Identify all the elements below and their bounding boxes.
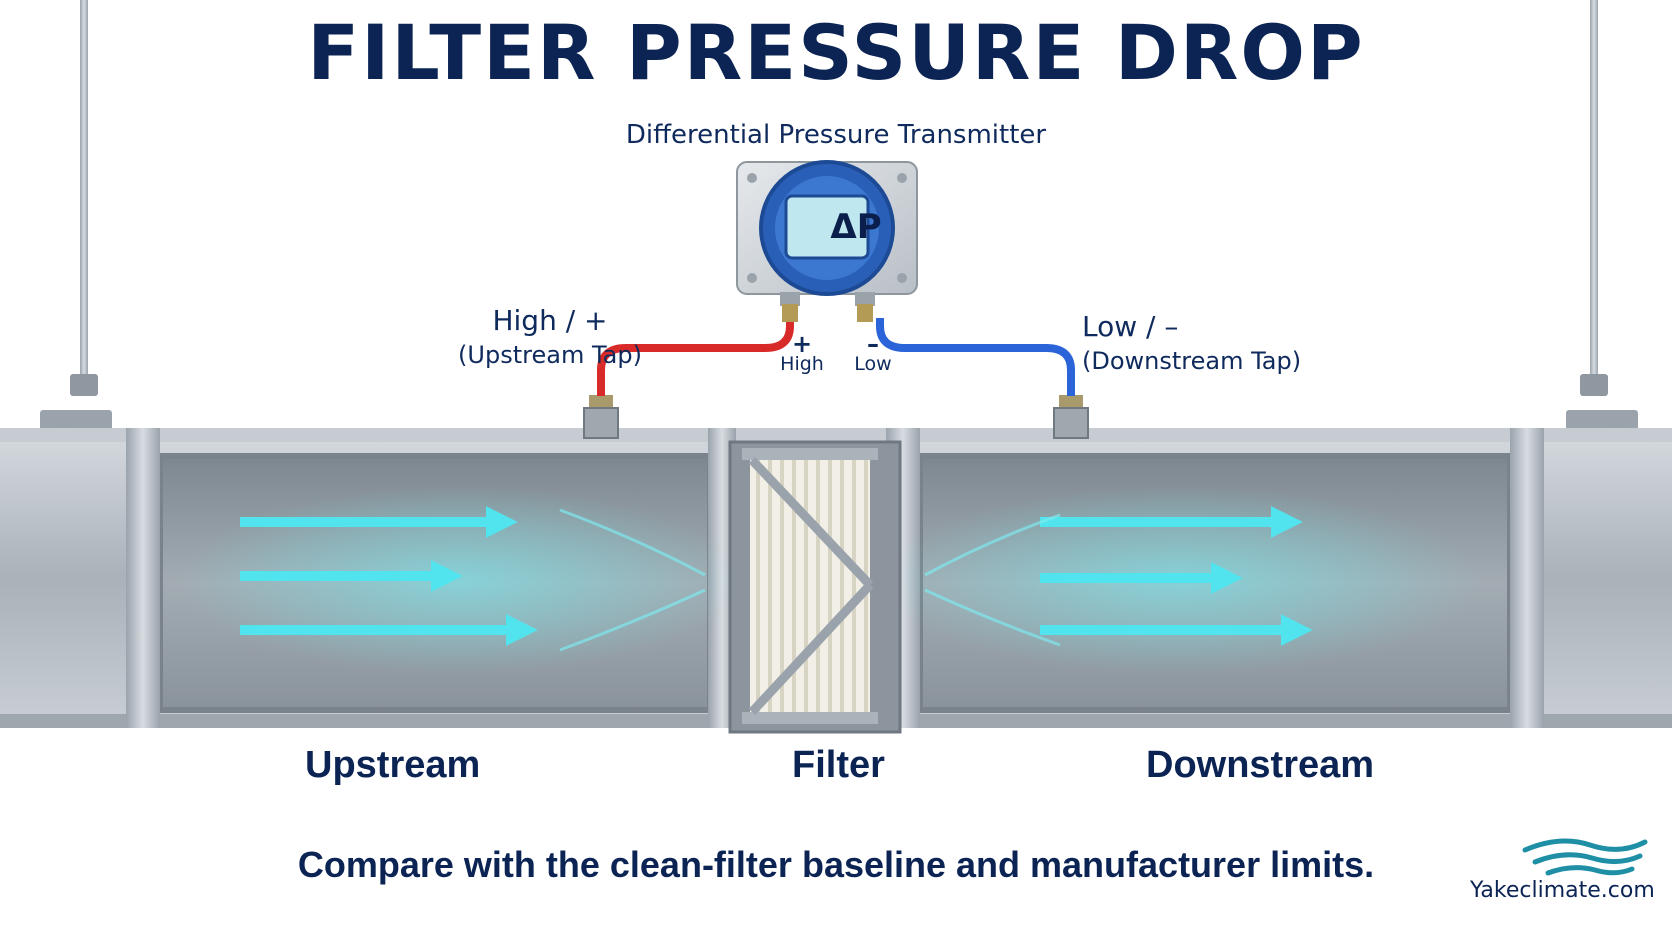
low-tap-label: Low / – (Downstream Tap) bbox=[1082, 310, 1332, 378]
transmitter-label: Differential Pressure Transmitter bbox=[625, 120, 1047, 150]
brand-name: Yakeclimate.com bbox=[1470, 878, 1655, 903]
hanger-rod-right bbox=[1590, 0, 1598, 380]
low-tap-sub: (Downstream Tap) bbox=[1082, 347, 1302, 375]
high-port-label: + High bbox=[772, 330, 832, 375]
low-tap-title: Low / – bbox=[1082, 310, 1179, 343]
brand-logo bbox=[1522, 838, 1648, 876]
filter-label: Filter bbox=[792, 744, 885, 786]
footer-note: Compare with the clean-filter baseline a… bbox=[297, 844, 1375, 885]
downstream-label: Downstream bbox=[1146, 744, 1375, 786]
filter-element bbox=[728, 440, 902, 734]
high-port-symbol: + bbox=[791, 330, 813, 358]
high-port-text: High bbox=[780, 353, 824, 375]
pressure-transmitter bbox=[736, 160, 918, 322]
hanger-rod-left bbox=[80, 0, 88, 380]
high-tap-title: High / + bbox=[492, 304, 608, 337]
delta-p-display: ΔP bbox=[830, 207, 882, 247]
high-tap-sub: (Upstream Tap) bbox=[458, 341, 642, 369]
low-pressure-tube bbox=[876, 318, 1075, 396]
upstream-tap-fitting bbox=[583, 395, 619, 439]
low-port-text: Low bbox=[854, 353, 892, 375]
upstream-label: Upstream bbox=[305, 744, 481, 786]
high-tap-label: High / + (Upstream Tap) bbox=[400, 304, 700, 372]
page-title: FILTER PRESSURE DROP bbox=[307, 8, 1365, 97]
downstream-tap-fitting bbox=[1053, 395, 1089, 439]
high-pressure-tube bbox=[597, 318, 794, 396]
low-port-label: – Low bbox=[848, 330, 898, 375]
low-port-symbol: – bbox=[867, 330, 879, 358]
